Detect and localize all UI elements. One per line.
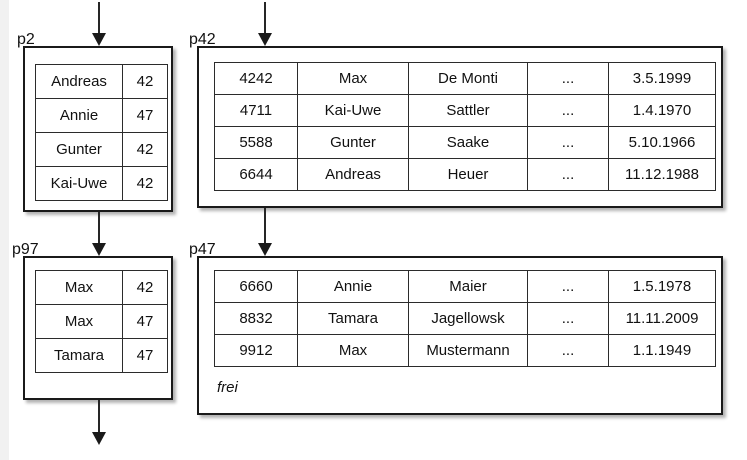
- page-label-p47: p47: [189, 241, 216, 258]
- arrow-shaft: [98, 400, 100, 434]
- table-row: Gunter 42: [35, 132, 168, 167]
- arrow-p2-to-p97: [91, 212, 107, 256]
- index-key-cell: Tamara: [35, 338, 123, 373]
- record-more-cell: ...: [527, 94, 609, 127]
- record-id-cell: 4711: [214, 94, 298, 127]
- record-first-cell: Max: [297, 334, 409, 367]
- record-id-cell: 6660: [214, 270, 298, 303]
- record-more-cell: ...: [527, 302, 609, 335]
- record-date-cell: 11.11.2009: [608, 302, 716, 335]
- record-first-cell: Tamara: [297, 302, 409, 335]
- table-row: Annie 47: [35, 98, 168, 133]
- record-date-cell: 1.5.1978: [608, 270, 716, 303]
- record-last-cell: Jagellowsk: [408, 302, 528, 335]
- record-first-cell: Kai-Uwe: [297, 94, 409, 127]
- record-date-cell: 11.12.1988: [608, 158, 716, 191]
- index-pointer-cell: 42: [122, 270, 168, 305]
- data-table-p47: 6660 Annie Maier ... 1.5.1978 8832 Tamar…: [214, 270, 716, 367]
- index-key-cell: Kai-Uwe: [35, 166, 123, 201]
- record-first-cell: Max: [297, 62, 409, 95]
- index-pointer-cell: 42: [122, 166, 168, 201]
- record-date-cell: 5.10.1966: [608, 126, 716, 159]
- record-more-cell: ...: [527, 62, 609, 95]
- arrow-head: [92, 33, 106, 46]
- arrow-head: [92, 432, 106, 445]
- index-pointer-cell: 47: [122, 338, 168, 373]
- index-key-cell: Max: [35, 304, 123, 339]
- arrow-shaft: [98, 212, 100, 245]
- record-more-cell: ...: [527, 158, 609, 191]
- record-id-cell: 5588: [214, 126, 298, 159]
- page-box-p47: 6660 Annie Maier ... 1.5.1978 8832 Tamar…: [197, 256, 723, 415]
- page-box-p2: Andreas 42 Annie 47 Gunter 42 Kai-Uwe 42: [23, 46, 173, 212]
- arrow-into-p42: [257, 2, 273, 46]
- record-more-cell: ...: [527, 126, 609, 159]
- index-pointer-cell: 42: [122, 64, 168, 99]
- page-edge-strip: [0, 0, 9, 460]
- record-date-cell: 1.1.1949: [608, 334, 716, 367]
- arrow-head: [92, 243, 106, 256]
- page-label-p2: p2: [17, 31, 35, 48]
- index-table-p2: Andreas 42 Annie 47 Gunter 42 Kai-Uwe 42: [35, 64, 168, 201]
- record-first-cell: Gunter: [297, 126, 409, 159]
- index-key-cell: Gunter: [35, 132, 123, 167]
- arrow-shaft: [264, 208, 266, 245]
- record-first-cell: Annie: [297, 270, 409, 303]
- index-pointer-cell: 47: [122, 98, 168, 133]
- page-label-p42: p42: [189, 31, 216, 48]
- record-first-cell: Andreas: [297, 158, 409, 191]
- table-row: 4711 Kai-Uwe Sattler ... 1.4.1970: [214, 94, 716, 127]
- arrow-shaft: [264, 2, 266, 35]
- table-row: 8832 Tamara Jagellowsk ... 11.11.2009: [214, 302, 716, 335]
- record-id-cell: 9912: [214, 334, 298, 367]
- index-pointer-cell: 42: [122, 132, 168, 167]
- arrow-out-of-p97: [91, 400, 107, 445]
- table-row: 6644 Andreas Heuer ... 11.12.1988: [214, 158, 716, 191]
- table-row: 6660 Annie Maier ... 1.5.1978: [214, 270, 716, 303]
- record-date-cell: 1.4.1970: [608, 94, 716, 127]
- table-row: Kai-Uwe 42: [35, 166, 168, 201]
- record-last-cell: Mustermann: [408, 334, 528, 367]
- record-last-cell: Saake: [408, 126, 528, 159]
- table-row: 4242 Max De Monti ... 3.5.1999: [214, 62, 716, 95]
- index-table-p97: Max 42 Max 47 Tamara 47: [35, 270, 168, 373]
- table-row: 9912 Max Mustermann ... 1.1.1949: [214, 334, 716, 367]
- arrow-head: [258, 33, 272, 46]
- index-key-cell: Andreas: [35, 64, 123, 99]
- record-last-cell: Sattler: [408, 94, 528, 127]
- table-row: Andreas 42: [35, 64, 168, 99]
- arrow-into-p2: [91, 2, 107, 46]
- page-box-p42: 4242 Max De Monti ... 3.5.1999 4711 Kai-…: [197, 46, 723, 208]
- record-more-cell: ...: [527, 270, 609, 303]
- free-space-label: frei: [217, 379, 238, 396]
- index-key-cell: Annie: [35, 98, 123, 133]
- record-date-cell: 3.5.1999: [608, 62, 716, 95]
- table-row: Max 42: [35, 270, 168, 305]
- record-id-cell: 6644: [214, 158, 298, 191]
- table-row: 5588 Gunter Saake ... 5.10.1966: [214, 126, 716, 159]
- record-last-cell: De Monti: [408, 62, 528, 95]
- table-row: Tamara 47: [35, 338, 168, 373]
- record-id-cell: 8832: [214, 302, 298, 335]
- record-id-cell: 4242: [214, 62, 298, 95]
- table-row: Max 47: [35, 304, 168, 339]
- data-table-p42: 4242 Max De Monti ... 3.5.1999 4711 Kai-…: [214, 62, 716, 191]
- record-last-cell: Heuer: [408, 158, 528, 191]
- page-label-p97: p97: [12, 241, 39, 258]
- index-pointer-cell: 47: [122, 304, 168, 339]
- arrow-shaft: [98, 2, 100, 35]
- arrow-p42-to-p47: [257, 208, 273, 256]
- record-more-cell: ...: [527, 334, 609, 367]
- index-key-cell: Max: [35, 270, 123, 305]
- page-box-p97: Max 42 Max 47 Tamara 47: [23, 256, 173, 400]
- record-last-cell: Maier: [408, 270, 528, 303]
- arrow-head: [258, 243, 272, 256]
